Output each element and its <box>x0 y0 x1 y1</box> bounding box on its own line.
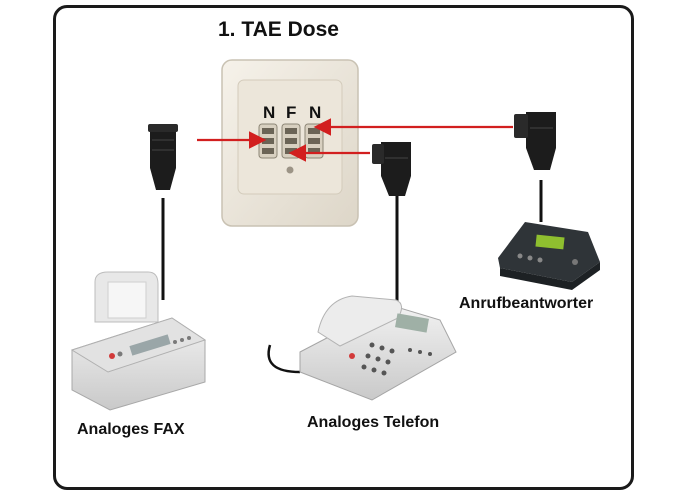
label-fax: Analoges FAX <box>77 421 185 438</box>
telefon-tae-plug <box>372 142 411 196</box>
fax-machine <box>70 271 207 411</box>
socket-letter-n1: N <box>263 103 275 122</box>
socket-letter-n2: N <box>309 103 321 122</box>
label-anrufbeantworter: Anrufbeantworter <box>459 295 594 312</box>
socket-screw <box>286 166 294 174</box>
diagram-title: 1. TAE Dose <box>218 18 339 41</box>
ab-display <box>535 234 565 250</box>
telephone-cord <box>267 344 301 374</box>
fax-tae-plug <box>148 124 178 190</box>
answering-machine <box>498 222 600 290</box>
fax-red-button <box>109 353 115 359</box>
telephone-display <box>395 313 429 333</box>
fax-display <box>129 334 171 356</box>
telephone <box>267 295 457 401</box>
tae-socket: N F N <box>221 59 359 227</box>
ab-tae-plug <box>514 112 556 170</box>
socket-letter-f: F <box>286 103 296 122</box>
label-telefon: Analoges Telefon <box>307 414 440 431</box>
